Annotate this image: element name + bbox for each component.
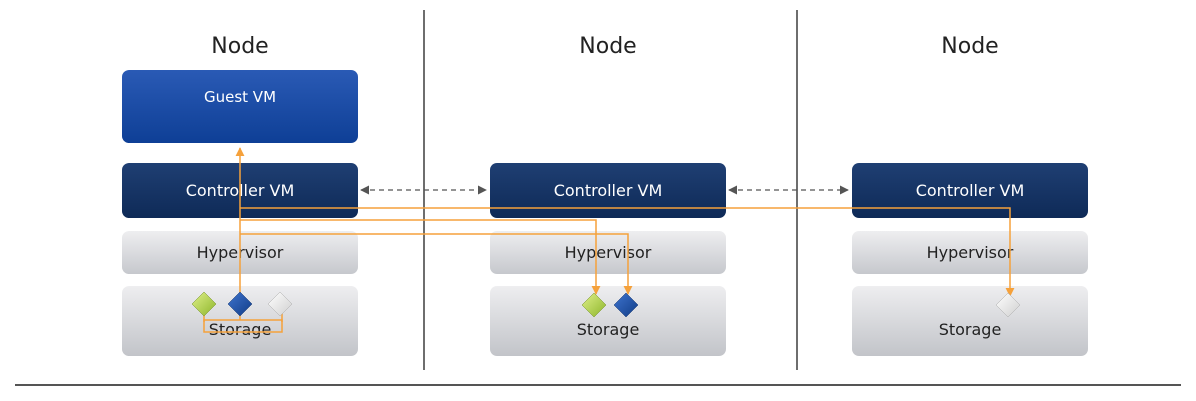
hypervisor-label: Hypervisor — [564, 243, 652, 262]
replica-green-icon — [581, 292, 607, 318]
node-1-guest-vm: Guest VM — [122, 70, 358, 143]
storage-label: Storage — [576, 320, 640, 339]
storage-label: Storage — [208, 320, 272, 339]
path-local-loop — [203, 319, 283, 333]
baseline-rule — [15, 384, 1181, 386]
node-2-title: Node — [579, 34, 637, 59]
path-to-node3-storage — [240, 207, 1015, 297]
storage-label: Storage — [938, 320, 1002, 339]
node-2-controller-vm: Controller VM — [490, 163, 726, 218]
path-to-node2-blue — [240, 233, 633, 295]
controller-vm-label: Controller VM — [915, 181, 1025, 200]
node-3-controller-vm: Controller VM — [852, 163, 1088, 218]
node-3-hypervisor: Hypervisor — [852, 231, 1088, 274]
path-to-node2-green — [240, 219, 601, 295]
node-1-title: Node — [211, 34, 269, 59]
replica-blue-icon — [613, 292, 639, 318]
node-2-hypervisor: Hypervisor — [490, 231, 726, 274]
controller-vm-label: Controller VM — [553, 181, 663, 200]
node-3-title: Node — [941, 34, 999, 59]
guest-vm-label: Guest VM — [203, 88, 277, 106]
replica-white-icon — [995, 292, 1021, 318]
replica-white-icon — [267, 291, 293, 317]
node-3-storage: Storage — [852, 286, 1088, 356]
replica-green-icon — [191, 291, 217, 317]
node-2-storage: Storage — [490, 286, 726, 356]
hypervisor-label: Hypervisor — [926, 243, 1014, 262]
replica-blue-icon — [227, 291, 253, 317]
